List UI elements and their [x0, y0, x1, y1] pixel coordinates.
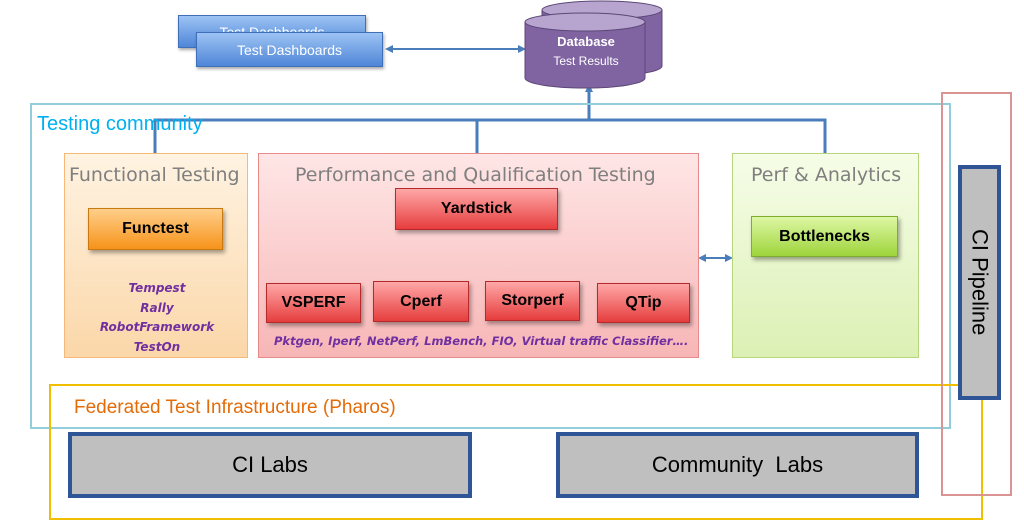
functest-label: Functest	[122, 220, 189, 237]
ci-pipeline-box[interactable]: CI Pipeline	[958, 165, 1001, 400]
storperf-button[interactable]: Storperf	[485, 281, 580, 321]
yardstick-label: Yardstick	[440, 200, 513, 217]
functional-testing-title: Functional Testing	[69, 164, 240, 186]
tool-tempest: Tempest	[128, 281, 186, 295]
qtip-label: QTip	[625, 294, 662, 311]
cperf-button[interactable]: Cperf	[373, 281, 469, 322]
tool-rally: Rally	[140, 300, 174, 315]
performance-testing-panel: Performance and Qualification Testing	[258, 153, 699, 358]
ci-labs-label: CI Labs	[232, 452, 308, 477]
ci-pipeline-frame	[941, 92, 1012, 496]
community-labs-label: Community Labs	[651, 452, 824, 477]
test-dashboards-label: Test Dashboards	[236, 41, 343, 58]
testing-community-label: Testing community	[37, 113, 203, 135]
database-icon[interactable]	[520, 0, 672, 92]
qtip-button[interactable]: QTip	[597, 283, 690, 323]
yardstick-button[interactable]: Yardstick	[395, 188, 558, 230]
ci-labs-box[interactable]: CI Labs	[68, 432, 472, 498]
tool-teston: TestOn	[133, 339, 181, 354]
vsperf-label: VSPERF	[281, 294, 346, 311]
community-labs-box[interactable]: Community Labs	[556, 432, 919, 498]
analytics-title: Perf & Analytics	[751, 164, 902, 186]
test-dashboards-button[interactable]: Test Dashboards	[196, 32, 383, 67]
performance-testing-title: Performance and Qualification Testing	[295, 164, 656, 186]
bottlenecks-label: Bottlenecks	[779, 227, 870, 245]
functest-button[interactable]: Functest	[88, 208, 223, 250]
database-title: Database	[557, 34, 615, 49]
tool-robotframework: RobotFramework	[99, 320, 215, 334]
cperf-label: Cperf	[400, 292, 442, 310]
functional-tools-list: Tempest Rally RobotFramework TestOn	[64, 279, 250, 357]
bottlenecks-button[interactable]: Bottlenecks	[751, 216, 898, 257]
storperf-label: Storperf	[501, 292, 564, 309]
functional-testing-panel: Functional Testing	[64, 153, 248, 358]
database-front-cylinder	[524, 12, 646, 89]
bus-line	[153, 118, 827, 155]
testing-community-frame	[30, 103, 951, 429]
performance-tools-note: Pktgen, Iperf, NetPerf, LmBench, FIO, Vi…	[274, 334, 689, 348]
federated-infrastructure-frame	[49, 384, 983, 520]
database-subtitle: Test Results	[553, 54, 619, 68]
vsperf-button[interactable]: VSPERF	[266, 283, 361, 323]
ci-pipeline-label: CI Pipeline	[967, 229, 993, 336]
federated-infrastructure-label: Federated Test Infrastructure (Pharos)	[74, 397, 396, 418]
